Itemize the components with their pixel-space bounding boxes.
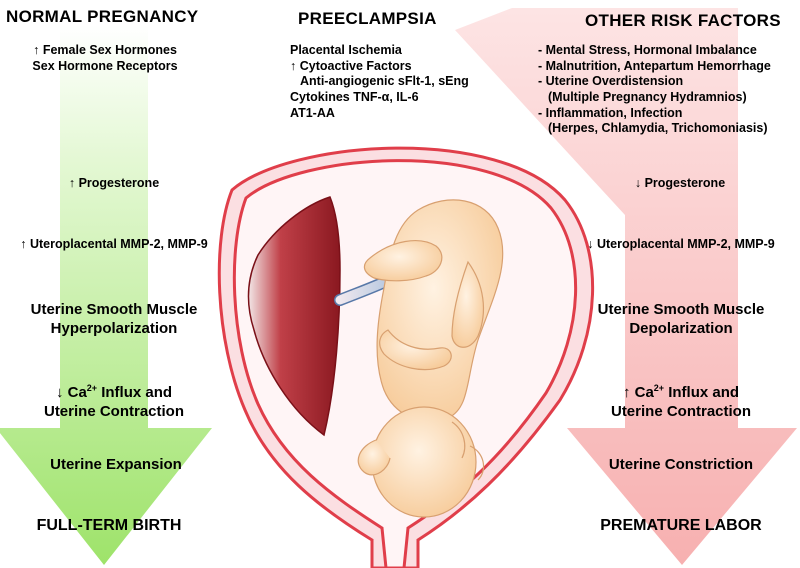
right-mmp-text: ↓ Uteroplacental MMP-2, MMP-9 bbox=[587, 237, 775, 251]
preeclampsia-factors: Placental Ischemia ↑ Cytoactive Factors … bbox=[290, 43, 469, 120]
left-calcium-text: ↓ Ca2+ Influx and Uterine Contraction bbox=[43, 383, 184, 420]
left-progesterone-text: ↑ Progesterone bbox=[68, 176, 160, 190]
risk-factors-list: - Mental Stress, Hormonal Imbalance - Ma… bbox=[538, 43, 771, 136]
left-mmp-text: ↑ Uteroplacental MMP-2, MMP-9 bbox=[20, 237, 208, 251]
right-calcium-text: ↑ Ca2+ Influx and Uterine Contraction bbox=[610, 383, 751, 420]
normal-pregnancy-title: NORMAL PREGNANCY bbox=[6, 7, 199, 26]
fetus bbox=[357, 199, 504, 518]
right-progesterone-text: ↓ Progesterone bbox=[634, 176, 726, 190]
premature-labor-text: PREMATURE LABOR bbox=[600, 517, 762, 534]
preeclampsia-title: PREECLAMPSIA bbox=[298, 9, 437, 28]
depolarization-text: Uterine Smooth Muscle Depolarization bbox=[597, 301, 765, 337]
uterine-expansion-text: Uterine Expansion bbox=[50, 456, 182, 473]
full-term-birth-text: FULL-TERM BIRTH bbox=[36, 517, 182, 534]
hyperpolarization-text: Uterine Smooth Muscle Hyperpolarization bbox=[30, 301, 198, 337]
placenta bbox=[247, 196, 341, 437]
risk-factor-arrow bbox=[455, 8, 797, 565]
normal-pregnancy-arrow bbox=[0, 25, 212, 565]
sex-hormones-text: ↑ Female Sex Hormones Sex Hormone Recept… bbox=[32, 43, 178, 73]
other-risk-factors-title: OTHER RISK FACTORS bbox=[585, 11, 781, 30]
uterine-constriction-text: Uterine Constriction bbox=[608, 456, 754, 473]
